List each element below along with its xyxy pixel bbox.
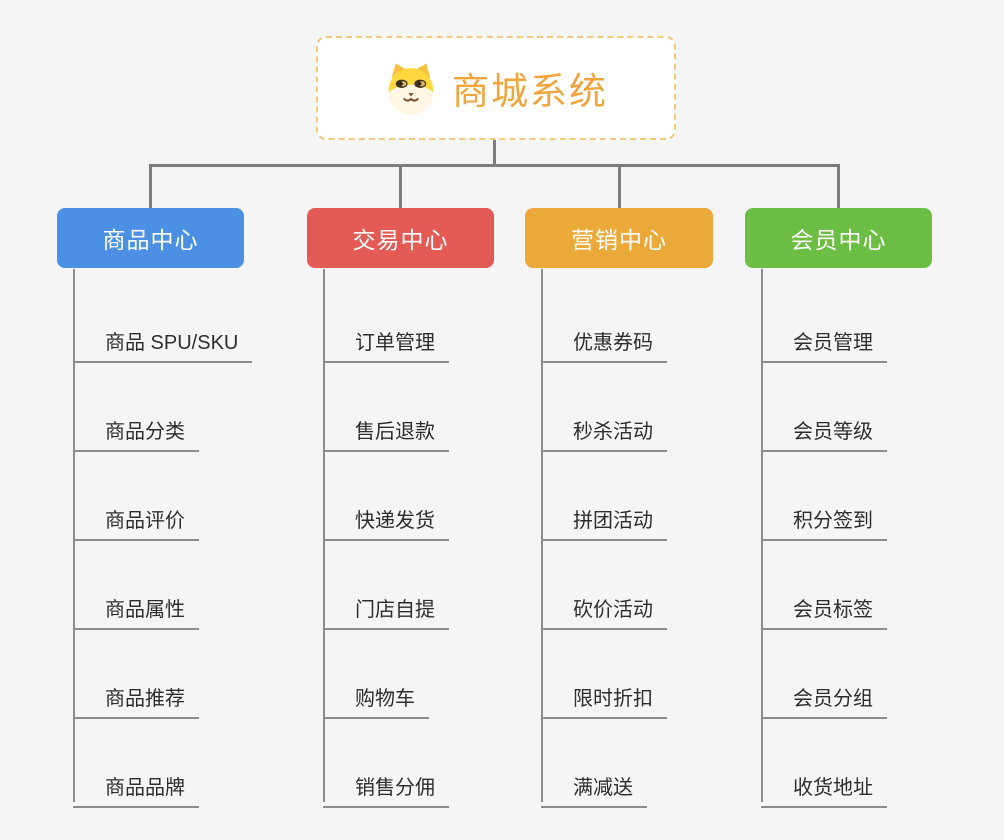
connector-drop-3 bbox=[837, 164, 840, 208]
leaf-node[interactable]: 商品推荐 bbox=[73, 667, 199, 719]
leaf-node[interactable]: 购物车 bbox=[323, 667, 429, 719]
leaf-node[interactable]: 销售分佣 bbox=[323, 756, 449, 808]
leaf-node[interactable]: 会员标签 bbox=[761, 578, 887, 630]
branch-node-1[interactable]: 交易中心 bbox=[307, 208, 494, 268]
leaf-node[interactable]: 秒杀活动 bbox=[541, 400, 667, 452]
leaf-node[interactable]: 售后退款 bbox=[323, 400, 449, 452]
branch-trunk-line-0 bbox=[73, 269, 75, 802]
leaf-node[interactable]: 收货地址 bbox=[761, 756, 887, 808]
connector-drop-1 bbox=[399, 164, 402, 208]
connector-horizontal-line bbox=[149, 164, 839, 167]
connector-root-stem bbox=[493, 140, 496, 166]
leaf-node[interactable]: 满减送 bbox=[541, 756, 647, 808]
leaf-node[interactable]: 商品品牌 bbox=[73, 756, 199, 808]
connector-drop-2 bbox=[617, 164, 621, 208]
branch-trunk-line-3 bbox=[761, 269, 763, 802]
leaf-node[interactable]: 商品评价 bbox=[73, 489, 199, 541]
branch-node-3[interactable]: 会员中心 bbox=[745, 208, 932, 268]
leaf-node[interactable]: 商品分类 bbox=[73, 400, 199, 452]
branch-node-0[interactable]: 商品中心 bbox=[57, 208, 244, 268]
branch-trunk-line-2 bbox=[541, 269, 543, 802]
leaf-node[interactable]: 会员分组 bbox=[761, 667, 887, 719]
leaf-node[interactable]: 快递发货 bbox=[323, 489, 449, 541]
leaf-node[interactable]: 订单管理 bbox=[323, 311, 449, 363]
shiba-dog-icon bbox=[388, 63, 434, 115]
leaf-node[interactable]: 会员等级 bbox=[761, 400, 887, 452]
root-title: 商城系统 bbox=[452, 71, 608, 112]
leaf-node[interactable]: 砍价活动 bbox=[541, 578, 667, 630]
branch-node-2[interactable]: 营销中心 bbox=[525, 208, 713, 268]
leaf-node[interactable]: 商品属性 bbox=[73, 578, 199, 630]
leaf-node[interactable]: 积分签到 bbox=[761, 489, 887, 541]
leaf-node[interactable]: 会员管理 bbox=[761, 311, 887, 363]
root-node[interactable]: 商城系统 bbox=[316, 36, 676, 140]
leaf-node[interactable]: 限时折扣 bbox=[541, 667, 667, 719]
connector-drop-0 bbox=[149, 164, 152, 208]
branch-trunk-line-1 bbox=[323, 269, 325, 802]
leaf-node[interactable]: 商品 SPU/SKU bbox=[73, 311, 253, 363]
leaf-node[interactable]: 优惠券码 bbox=[541, 311, 667, 363]
leaf-node[interactable]: 拼团活动 bbox=[541, 489, 667, 541]
leaf-node[interactable]: 门店自提 bbox=[323, 578, 449, 630]
